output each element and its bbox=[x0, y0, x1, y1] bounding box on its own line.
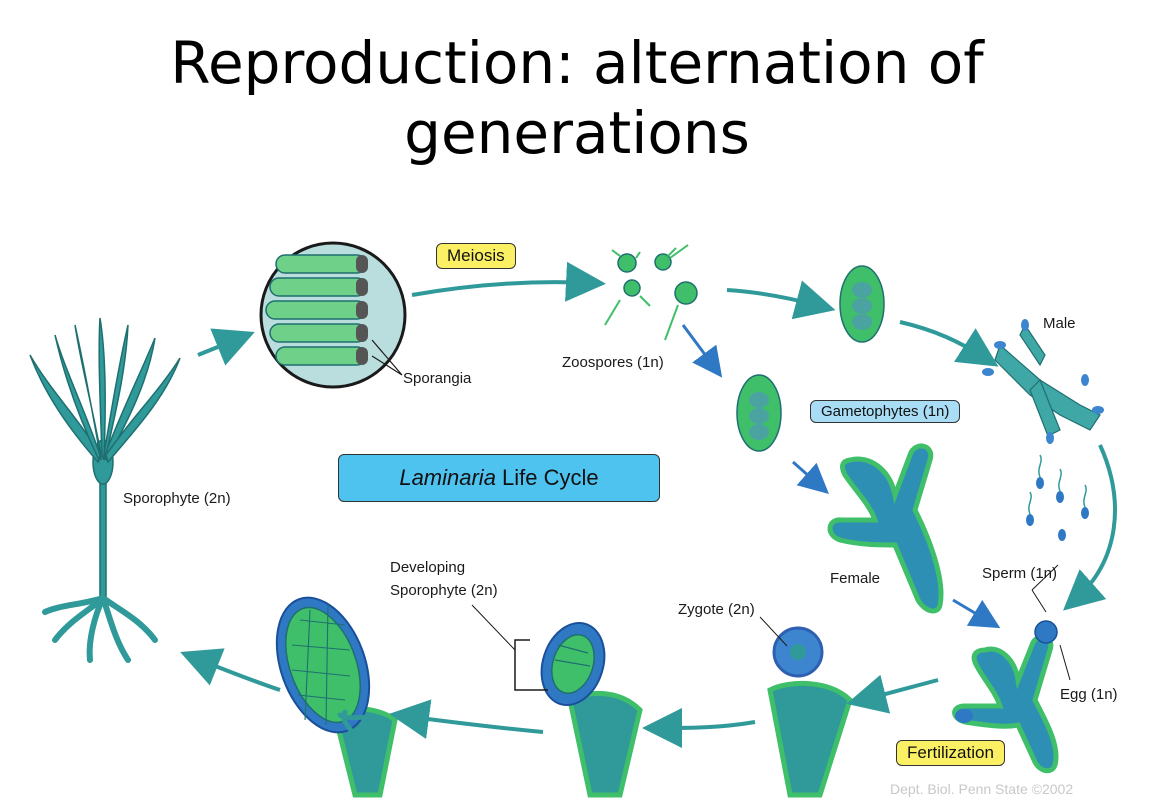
developing-sporophyte-label-line-2: Sporophyte (2n) bbox=[390, 582, 498, 599]
arrow-zoospores-to-gametophyte bbox=[726, 280, 836, 320]
arrow-developing-to-young bbox=[389, 699, 544, 739]
female-label: Female bbox=[830, 570, 880, 587]
sporangia-label: Sporangia bbox=[403, 370, 472, 387]
arrow-sporophyte-to-sporangia bbox=[197, 328, 255, 366]
female-gametophyte-illustration bbox=[827, 443, 944, 614]
gametophytes-tag: Gametophytes (1n) bbox=[810, 400, 961, 423]
zoospores-label: Zoospores (1n) bbox=[562, 354, 664, 371]
arrow-young-to-sporophyte bbox=[180, 648, 281, 692]
developing-sporophyte-label-line-1: Developing bbox=[390, 559, 465, 576]
fertilization-tag: Fertilization bbox=[896, 740, 1005, 766]
life-cycle-title-genus: Laminaria bbox=[399, 465, 496, 490]
cycle-arrows bbox=[180, 261, 1117, 748]
zoospores-illustration bbox=[604, 244, 698, 341]
arrow-zoospores-to-female-path bbox=[681, 324, 723, 378]
arrow-fertilization-to-zygote bbox=[846, 674, 939, 714]
arrow-male-to-sperm bbox=[1063, 444, 1117, 611]
fertilization-female-illustration bbox=[952, 620, 1059, 774]
credit-text: Dept. Biol. Penn State ©2002 bbox=[890, 781, 1074, 797]
male-label: Male bbox=[1043, 315, 1076, 332]
slide-title-line-1: Reproduction: alternation of bbox=[170, 29, 984, 97]
sporophyte-illustration bbox=[29, 317, 181, 663]
sporangia-illustration bbox=[259, 241, 407, 389]
label-pointers bbox=[759, 564, 1071, 681]
meiosis-tag: Meiosis bbox=[436, 243, 516, 269]
young-sporophyte-illustration bbox=[275, 596, 398, 798]
arrow-female-to-fertilization bbox=[952, 598, 1001, 629]
arrow-sporangia-to-zoospores bbox=[411, 261, 606, 302]
egg-label: Egg (1n) bbox=[1060, 686, 1118, 703]
life-cycle-title-rest: Life Cycle bbox=[495, 465, 599, 490]
zygote-illustration bbox=[767, 626, 853, 798]
life-cycle-title-box: Laminaria Life Cycle bbox=[338, 454, 660, 502]
sporophyte-label: Sporophyte (2n) bbox=[123, 490, 231, 507]
blue-arrows bbox=[681, 324, 1001, 629]
arrow-gametophyte-to-male bbox=[899, 320, 999, 367]
sperm-illustration bbox=[1026, 454, 1089, 541]
slide-title: Reproduction: alternation of generations bbox=[0, 28, 1154, 168]
male-gametophyte-illustration bbox=[982, 319, 1104, 444]
arrow-gametophyte-to-female bbox=[792, 460, 829, 494]
arrow-zygote-to-developing bbox=[642, 707, 756, 748]
slide-title-line-2: generations bbox=[404, 99, 750, 167]
sperm-label: Sperm (1n) bbox=[982, 565, 1057, 582]
zygote-label: Zygote (2n) bbox=[678, 601, 755, 618]
developing-sporophyte-illustration bbox=[471, 604, 643, 798]
young-gametophyte-illustration bbox=[736, 265, 885, 452]
